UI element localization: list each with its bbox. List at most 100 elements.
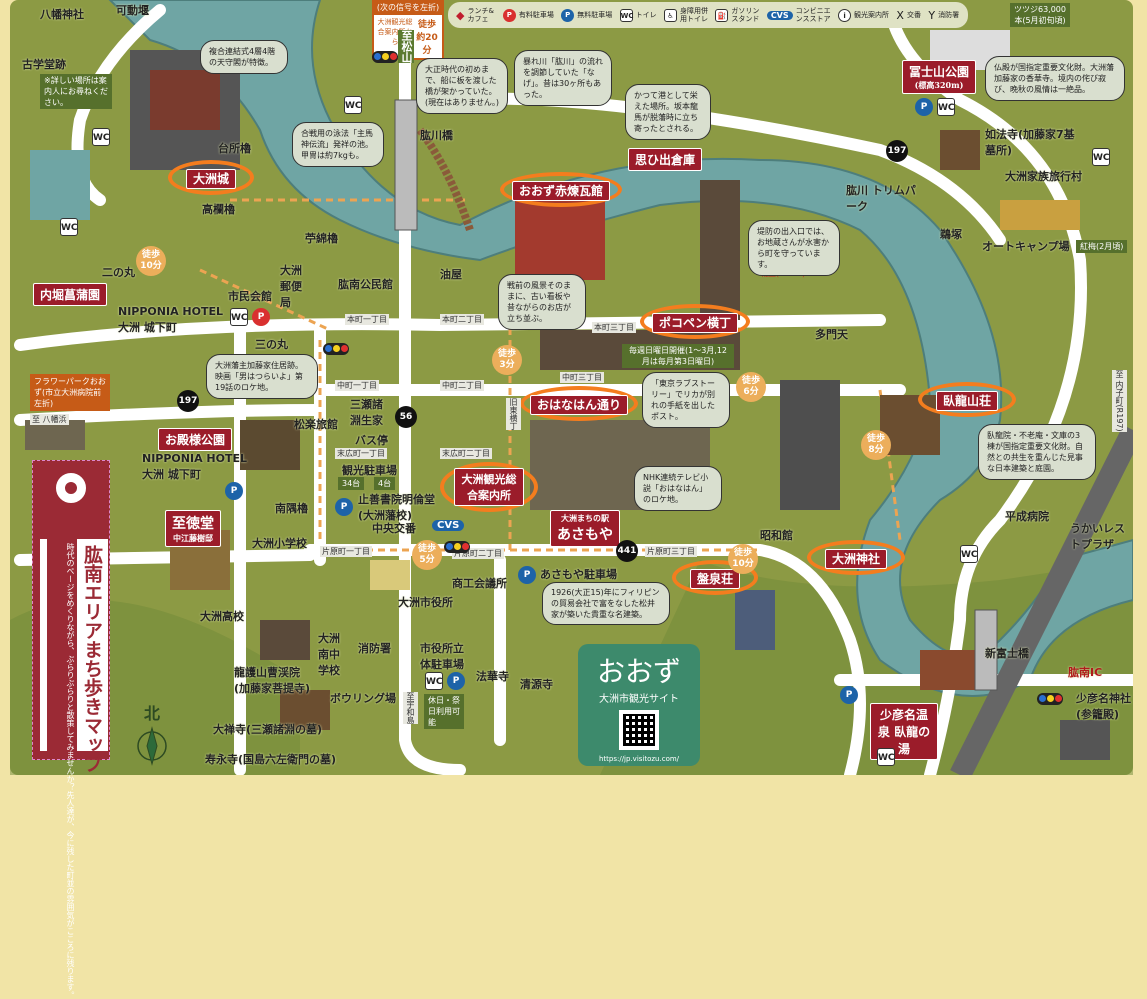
wc-icon: WC <box>960 545 978 563</box>
place-nipponia-2: NIPPONIA HOTEL <box>142 452 247 465</box>
legend-accessible: ♿身障用併用トイレ <box>664 7 709 23</box>
place-seigenji: 清源寺 <box>520 678 553 691</box>
to-yawatahama: 至 八幡浜 <box>30 414 69 425</box>
wc-icon: WC <box>619 8 634 22</box>
brand-url[interactable]: https://jp.visitozu.com/ <box>598 755 680 763</box>
ozu-shrine-highlight[interactable]: 大洲神社 <box>807 540 906 575</box>
info-bubble-nhk: NHK連続テレビ小説「おはなはん」のロケ地。 <box>634 466 722 511</box>
place-high-school: 大洲高校 <box>200 610 244 623</box>
shitokudo-sign[interactable]: 至徳堂中江藤樹邸 <box>165 510 221 547</box>
place-elementary: 大洲小学校 <box>252 537 307 550</box>
police-box-icon: X <box>896 8 904 22</box>
place-camp: オートキャンプ場 <box>982 240 1070 253</box>
qr-code[interactable] <box>619 710 659 750</box>
asamoya-sign[interactable]: 大洲まちの駅あさもや <box>550 510 620 547</box>
omoide-souko-sign[interactable]: 思ひ出倉庫 <box>628 148 703 171</box>
info-bubble-garyu: 臥龍院・不老庵・文庫の3棟が国指定重要文化財。自然との共生を重んじた見事な日本建… <box>978 424 1096 480</box>
street-sue2: 末広町二丁目 <box>440 448 492 459</box>
paid-parking-icon: P <box>252 308 270 326</box>
banshinso-highlight[interactable]: 盤泉荘 <box>672 560 759 595</box>
garyu-sanso-highlight[interactable]: 臥龍山荘 <box>918 382 1017 417</box>
place-kazoku: 大洲家族旅行村 <box>1005 170 1082 183</box>
fujiyama-park-sign[interactable]: 冨士山公園(標高320m) <box>902 60 977 94</box>
boat-bridge <box>416 127 474 232</box>
route-56-shield: 56 <box>395 406 417 428</box>
fujiyama-label: 冨士山公園 <box>909 65 970 79</box>
info-center-highlight[interactable]: 大洲観光総合案内所 <box>440 462 538 512</box>
place-bus-stop: バス停 <box>355 434 388 447</box>
tonosama-park-sign[interactable]: お殿様公園 <box>158 428 233 451</box>
walk-label: 徒歩 <box>141 250 160 260</box>
place-koban: 中央交番 <box>372 522 416 535</box>
info-bubble-pond: 合戦用の泳法「主馬神伝流」発祥の池。甲冑は約7kgも。 <box>292 122 384 167</box>
shinfuji-bridge <box>974 609 998 691</box>
place-owata: 苧綿櫓 <box>305 232 338 245</box>
compass-icon <box>137 726 167 766</box>
place-aburaya: 油屋 <box>440 268 462 281</box>
street-kyuhigashi: 旧東横丁 <box>506 398 521 430</box>
banshinso-label: 盤泉荘 <box>690 569 741 589</box>
ozu-tourism-card[interactable]: おおず 大洲市観光サイト https://jp.visitozu.com/ <box>578 644 700 766</box>
directions-box: (次の信号を左折) 大洲観光総合案内所から徒歩 約20分 <box>372 0 444 60</box>
walk-label: 徒歩 <box>741 376 760 386</box>
accessible-toilet-icon: ♿ <box>664 8 678 22</box>
place-bowling: ボウリング場 <box>330 692 396 705</box>
brand-title: おおず <box>596 655 681 688</box>
place-nipponia-1b: 大洲 城下町 <box>118 321 177 334</box>
directions-walk: 徒歩 約20分 <box>416 20 438 56</box>
place-shimin: 市民会館 <box>228 290 272 303</box>
ozu-shrine-label: 大洲神社 <box>825 549 888 569</box>
street-naka3: 中町三丁目 <box>560 372 604 383</box>
legend-lunch-cafe: ◆ランチ&カフェ <box>456 7 494 23</box>
place-hijikawa-bridge: 肱川橋 <box>420 129 453 142</box>
directions-text: (次の信号を左折) <box>376 3 440 12</box>
place-ninomaru: 二の丸 <box>102 266 135 279</box>
info-bubble-castle: 複合連結式4層4階の天守閣が特徴。 <box>200 40 288 74</box>
place-showakan: 昭和館 <box>760 529 793 542</box>
tsutsuji-note: ツツジ63,000本(5月初旬頃) <box>1010 3 1070 27</box>
walk-minutes: 10分 <box>732 559 754 569</box>
pokopen-note: 毎週日曜日開催(1〜3月,12月は毎月第3日曜日) <box>622 344 734 368</box>
red-brick-highlight[interactable]: おおず赤煉瓦館 <box>500 172 623 207</box>
place-post: 大洲郵便局 <box>280 264 302 309</box>
street-kata2: 片原町二丁目 <box>452 548 504 559</box>
place-kogakudo: 古学堂跡 <box>22 58 66 71</box>
walk-minutes: 6分 <box>743 387 759 397</box>
place-nipponia-2b: 大洲 城下町 <box>142 468 201 481</box>
place-nipponia-1: NIPPONIA HOTEL <box>118 305 223 318</box>
ohanahan-highlight[interactable]: おはなはん通り <box>520 386 639 421</box>
place-sukuna: 少彦名神社(参籠殿) <box>1076 692 1131 721</box>
compass: 北 <box>136 700 168 772</box>
wc-icon: WC <box>60 218 78 236</box>
info-bubble-tono: 大洲藩主加藤家住居跡。映画「男はつらいよ」第19話のロケ地。 <box>206 354 318 399</box>
place-sokeiin: 龍護山曹渓院(加藤家菩提寺) <box>234 666 311 695</box>
info-bubble-jizo: 堤防の出入口では、お地蔵さんが水害から町を守っています。 <box>748 220 840 276</box>
holiday-note: 休日・祭日利用可能 <box>424 694 464 729</box>
pokopen-highlight[interactable]: ポコペン横丁 <box>640 304 751 339</box>
cvs-marker: CVS <box>432 520 465 531</box>
ozu-castle-highlight[interactable]: 大洲城 <box>168 160 255 195</box>
info-bubble-nyohoji: 仏殿が国指定重要文化財。大洲藩加藤家の香華寺。境内の侘び寂び、晩秋の風情は一絶品… <box>985 56 1125 101</box>
wc-icon: WC <box>230 308 248 326</box>
street-hon1: 本町一丁目 <box>345 314 389 325</box>
walk-minutes: 5分 <box>419 555 435 565</box>
place-kanko-parking: 観光駐車場 <box>342 464 397 477</box>
guide-note: ※詳しい場所は案内人にお尋ねください。 <box>40 74 112 109</box>
place-heisei: 平成病院 <box>1005 510 1049 523</box>
to-matsuyama: 至松山 <box>398 30 414 63</box>
wc-icon: WC <box>92 128 110 146</box>
place-minamisumi: 南隅櫓 <box>275 502 308 515</box>
street-hon2: 本町二丁目 <box>440 314 484 325</box>
place-mise: 三瀬諸淵生家 <box>350 398 383 427</box>
place-tamonten: 多門天 <box>815 328 848 341</box>
place-shinfuji: 新富士橋 <box>985 647 1029 660</box>
walking-route <box>199 198 902 552</box>
to-uchiko: 至 内子町(R197) <box>1112 370 1127 432</box>
place-hokkeji: 法華寺 <box>476 670 509 683</box>
parking-cars: 34台 <box>338 477 365 490</box>
cvs-icon: CVS <box>766 10 793 20</box>
uchibori-sign[interactable]: 内堀菖蒲園 <box>33 283 108 306</box>
